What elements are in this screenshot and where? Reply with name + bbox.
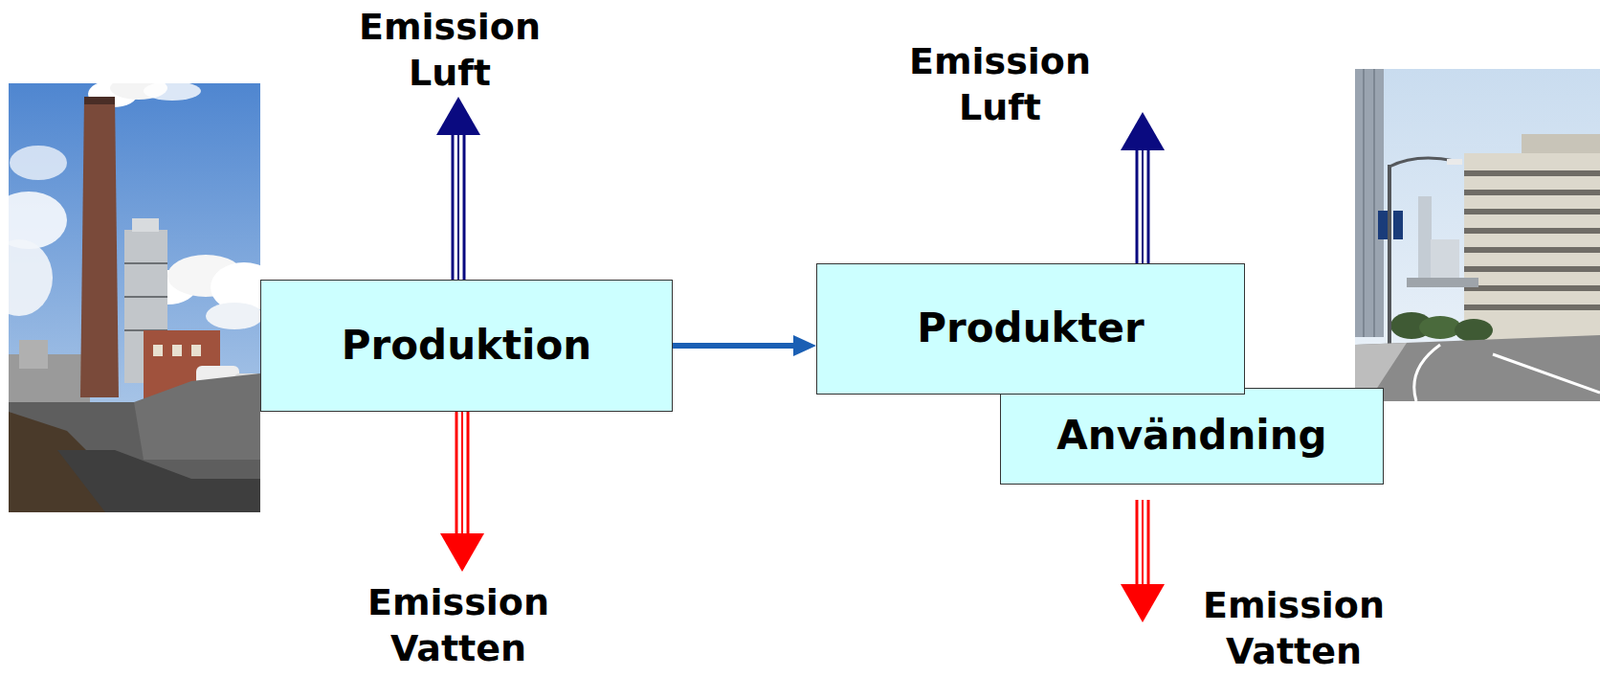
arrow-line (672, 342, 798, 349)
product-box: Produkter (816, 263, 1245, 395)
box-label: Produktion (341, 321, 592, 370)
emission-label: Emission Vatten (343, 578, 574, 671)
box-label: Användning (1056, 411, 1327, 460)
city-photo (1355, 68, 1600, 401)
arrow-head (793, 334, 817, 356)
emission-label: Emission Luft (885, 38, 1115, 131)
water-emission-arrow (440, 411, 485, 572)
box-label: Produkter (916, 304, 1145, 353)
air-emission-arrow (436, 96, 481, 280)
use-box: Användning (1000, 387, 1384, 485)
factory-photo (8, 83, 261, 512)
emission-label: Emission Luft (334, 3, 565, 96)
water-emission-arrow (1120, 499, 1165, 623)
process-box: Produktion (260, 279, 673, 412)
air-emission-arrow (1120, 111, 1165, 264)
emission-label: Emission Vatten (1178, 581, 1409, 674)
flow-arrow (672, 334, 817, 356)
